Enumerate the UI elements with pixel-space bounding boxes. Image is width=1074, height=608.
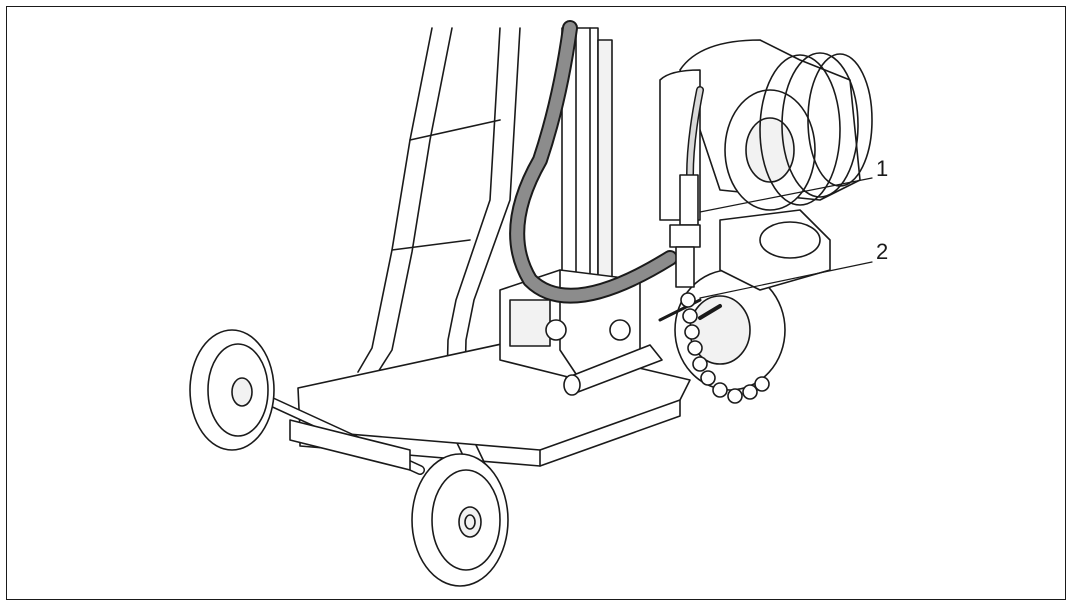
callout-label-2: 2 — [876, 239, 889, 264]
callout-leaders — [699, 177, 873, 299]
leader-line-1 — [699, 177, 873, 213]
water-valve — [658, 86, 704, 322]
left-wheel — [189, 329, 275, 451]
leader-line-2 — [699, 261, 873, 299]
water-hose — [509, 20, 678, 304]
right-wheel — [411, 453, 509, 587]
motor-flange — [659, 39, 873, 221]
side-handle — [563, 344, 663, 396]
rear-axle — [245, 387, 425, 475]
coolant-hose — [680, 292, 770, 404]
handle-frame — [357, 27, 521, 471]
callout-label-1: 1 — [876, 156, 889, 181]
